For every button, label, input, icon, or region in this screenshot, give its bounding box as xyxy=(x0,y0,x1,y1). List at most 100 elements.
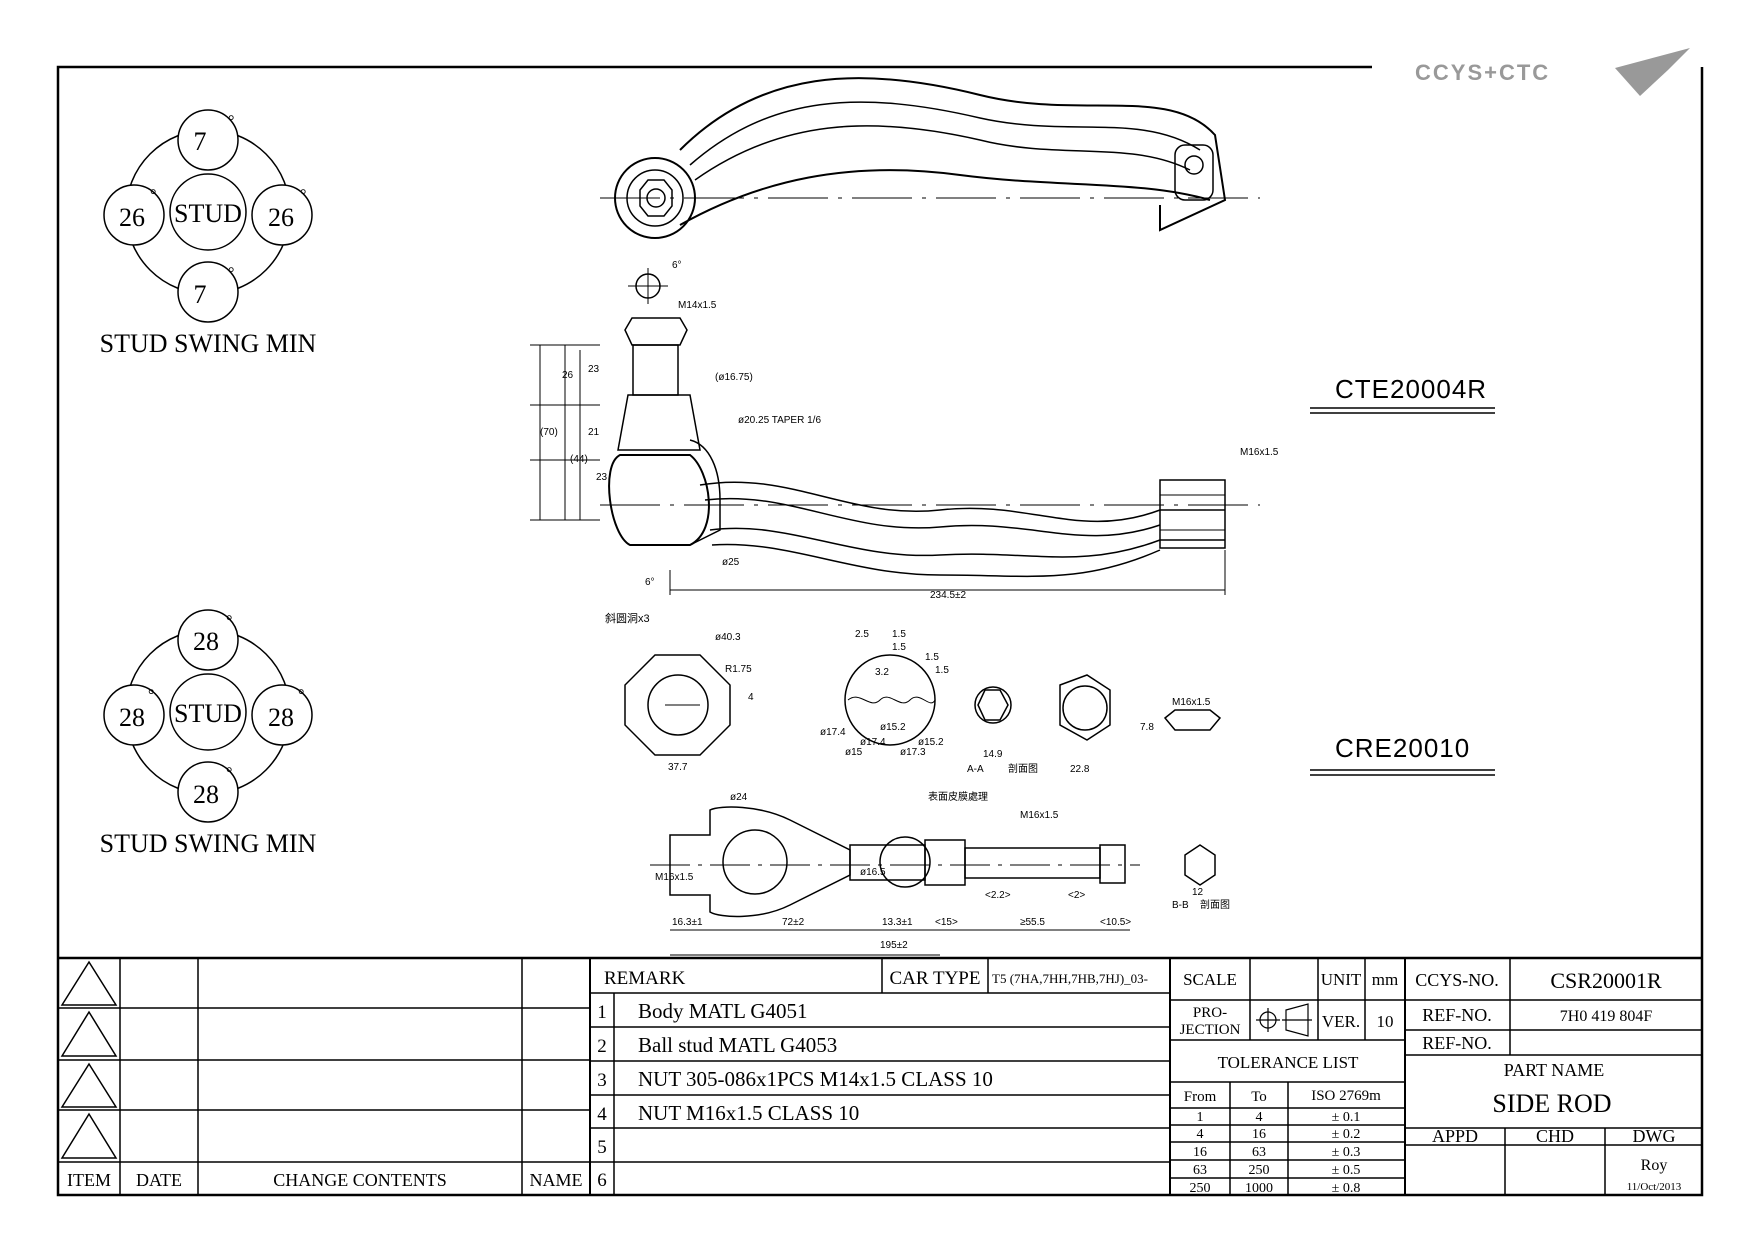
dim-72: 72±2 xyxy=(782,917,805,928)
dim-32: 3.2 xyxy=(875,667,889,678)
swing-top: 28 xyxy=(193,627,219,656)
dim-23: 23 xyxy=(588,364,600,375)
swing-bottom: 7 xyxy=(194,280,207,309)
remark-num: 4 xyxy=(597,1104,607,1125)
revision-triangles xyxy=(60,960,118,1159)
swing-right: 28 xyxy=(268,703,294,732)
note-holes: 斜圆洞x3 xyxy=(605,612,650,625)
ref-number: 7H0 419 804F xyxy=(1560,1008,1653,1025)
dim-70: (70) xyxy=(540,427,558,438)
dim-105: <10.5> xyxy=(1100,917,1131,928)
dim-d152: ø15.2 xyxy=(880,722,906,733)
part-label-lower: CRE20010 xyxy=(1310,733,1495,776)
dim-25: 2.5 xyxy=(855,629,869,640)
tol-header-from: From xyxy=(1184,1089,1217,1105)
rev-header-date: DATE xyxy=(136,1170,182,1190)
dim-15c: 1.5 xyxy=(925,652,939,663)
swing-deg: ° xyxy=(228,113,234,130)
car-type-value: T5 (7HA,7HH,7HB,7HJ)_03- xyxy=(992,971,1148,986)
swing-deg: ° xyxy=(150,187,156,204)
ccys-label: CCYS-NO. xyxy=(1415,970,1499,990)
part-number-lower: CRE20010 xyxy=(1335,733,1470,763)
ref-label: REF-NO. xyxy=(1422,1005,1492,1025)
dim-d25: ø25 xyxy=(722,557,740,568)
dim-2: <2> xyxy=(1068,890,1085,901)
projection-symbol-icon xyxy=(1256,1003,1312,1037)
projection-label-1: PRO- xyxy=(1193,1005,1227,1021)
swing-left: 26 xyxy=(119,203,145,232)
dim-d165: ø16.5 xyxy=(860,867,886,878)
swing-right: 26 xyxy=(268,203,294,232)
sec-bb-note: 剖面图 xyxy=(1200,898,1230,911)
dim-195: 195±2 xyxy=(880,940,908,951)
part-info-block: CCYS-NO. CSR20001R REF-NO. 7H0 419 804F … xyxy=(1415,968,1682,1193)
part-name-label: PART NAME xyxy=(1504,1060,1604,1080)
dim-m16: M16x1.5 xyxy=(1172,697,1211,708)
ccys-number: CSR20001R xyxy=(1550,968,1662,993)
swing-top: 7 xyxy=(194,127,207,156)
rev-header-name: NAME xyxy=(530,1170,583,1190)
remark-num: 3 xyxy=(597,1070,607,1091)
dim-angle: 6° xyxy=(645,577,655,588)
dim-thread: M16x1.5 xyxy=(1020,810,1059,821)
dim-d173: ø17.3 xyxy=(900,747,926,758)
title-block-grid xyxy=(58,956,1702,1195)
tol-cell: 1000 xyxy=(1245,1181,1273,1196)
triangle-icon xyxy=(60,960,118,1006)
dim-163: 16.3±1 xyxy=(672,917,703,928)
dim-m16v: M16x1.5 xyxy=(655,872,694,883)
tol-cell: 63 xyxy=(1252,1145,1266,1160)
drawn-by: Roy xyxy=(1641,1157,1668,1174)
scale-label: SCALE xyxy=(1183,970,1237,989)
part-name: SIDE ROD xyxy=(1492,1089,1611,1118)
dim-377: 37.7 xyxy=(668,762,688,773)
remarks-table: REMARK CAR TYPE T5 (7HA,7HH,7HB,7HJ)_03-… xyxy=(597,968,1148,1191)
triangle-icon xyxy=(60,1010,118,1057)
dim-26: 26 xyxy=(562,370,574,381)
ver-value: 10 xyxy=(1377,1012,1394,1031)
dim-d24: ø24 xyxy=(730,792,748,803)
lower-detail-views xyxy=(624,654,1222,956)
dim-d1675: (ø16.75) xyxy=(715,372,753,383)
dim-22: <2.2> xyxy=(985,890,1011,901)
swing-deg: ° xyxy=(298,687,304,704)
tol-cell: ± 0.8 xyxy=(1332,1181,1361,1196)
part-label-upper: CTE20004R xyxy=(1310,374,1495,414)
tol-cell: ± 0.2 xyxy=(1332,1127,1361,1142)
swing-center: STUD xyxy=(174,699,242,728)
dim-hex: 6° xyxy=(672,260,682,271)
lower-dimensions: 斜圆洞x3 ø40.3 R1.75 4 37.7 2.5 1.5 1.5 1.5… xyxy=(605,612,1230,951)
chd-label: CHD xyxy=(1536,1126,1574,1146)
dim-15: <15> xyxy=(935,917,958,928)
dim-d403: ø40.3 xyxy=(715,632,741,643)
dim-23b: 23 xyxy=(596,472,608,483)
swing-caption: STUD SWING MIN xyxy=(100,829,317,858)
dim-d174b: ø17.4 xyxy=(860,737,886,748)
dim-228: 22.8 xyxy=(1070,764,1090,775)
part-number-upper: CTE20004R xyxy=(1335,374,1487,404)
remark-text: NUT 305-086x1PCS M14x1.5 CLASS 10 xyxy=(638,1067,993,1091)
appd-label: APPD xyxy=(1432,1126,1478,1146)
revision-header-row: ITEM DATE CHANGE CONTENTS NAME xyxy=(67,1170,583,1190)
car-type-label: CAR TYPE xyxy=(890,968,981,989)
stud-swing-diagram-1: 7 7 26 26 STUD ° ° ° ° STUD SWING MIN xyxy=(100,109,317,358)
tol-cell: 63 xyxy=(1193,1163,1207,1178)
remark-text: Ball stud MATL G4053 xyxy=(638,1033,837,1057)
stud-swing-diagram-2: 28 28 28 28 STUD ° ° ° ° STUD SWING MIN xyxy=(100,609,317,858)
dim-d152b: ø15.2 xyxy=(918,737,944,748)
remark-text: NUT M16x1.5 CLASS 10 xyxy=(638,1101,859,1125)
swing-caption: STUD SWING MIN xyxy=(100,329,317,358)
tol-header-iso: ISO 2769m xyxy=(1311,1088,1381,1104)
dim-d174: ø17.4 xyxy=(820,727,846,738)
dim-44: (44) xyxy=(570,454,588,465)
tol-cell: 250 xyxy=(1190,1181,1211,1196)
tol-cell: 250 xyxy=(1249,1163,1270,1178)
remark-num: 1 xyxy=(597,1002,607,1023)
tol-header-to: To xyxy=(1251,1089,1267,1105)
tolerance-table: 1 4 ± 0.1 4 16 ± 0.2 16 63 ± 0.3 63 250 … xyxy=(1190,1110,1361,1196)
triangle-icon xyxy=(60,1112,118,1159)
remark-num: 5 xyxy=(597,1137,607,1158)
tol-cell: 1 xyxy=(1197,1110,1204,1125)
tie-rod-top-view xyxy=(600,77,1260,239)
